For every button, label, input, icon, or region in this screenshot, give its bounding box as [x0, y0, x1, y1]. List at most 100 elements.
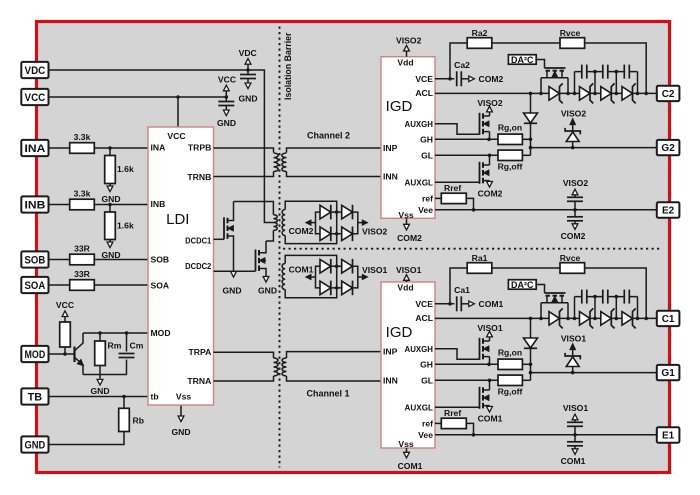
svg-text:SOB: SOB	[151, 254, 170, 264]
svg-text:GH: GH	[420, 134, 433, 144]
svg-text:COM1: COM1	[479, 299, 504, 309]
svg-text:Ca1: Ca1	[454, 285, 470, 295]
svg-text:Vee: Vee	[418, 205, 433, 215]
svg-text:COM2: COM2	[561, 231, 586, 241]
svg-text:DCDC1: DCDC1	[185, 236, 211, 246]
svg-text:Rg,on: Rg,on	[498, 348, 522, 358]
svg-text:GL: GL	[421, 150, 433, 160]
svg-text:GND: GND	[101, 194, 120, 204]
svg-text:AUXGH: AUXGH	[405, 119, 434, 129]
svg-text:VCC: VCC	[56, 300, 74, 310]
svg-text:Vss: Vss	[398, 210, 414, 220]
svg-text:Rb: Rb	[133, 416, 144, 426]
svg-text:AUXGL: AUXGL	[405, 402, 434, 412]
svg-text:GND: GND	[101, 250, 120, 260]
svg-text:VISO1: VISO1	[563, 403, 589, 413]
svg-text:IGD: IGD	[386, 98, 413, 115]
svg-text:DA²C: DA²C	[511, 55, 534, 65]
svg-text:VCC: VCC	[167, 131, 185, 141]
svg-text:COM2: COM2	[397, 233, 422, 243]
svg-text:INB: INB	[151, 199, 166, 209]
svg-text:33R: 33R	[74, 244, 91, 254]
svg-text:COM1: COM1	[289, 265, 314, 275]
svg-text:COM1: COM1	[561, 456, 586, 466]
svg-text:ACL: ACL	[415, 313, 433, 323]
svg-text:DA²C: DA²C	[511, 280, 534, 290]
svg-text:VDC: VDC	[25, 65, 46, 77]
svg-text:Vss: Vss	[398, 439, 414, 449]
svg-text:GND: GND	[90, 386, 109, 396]
svg-text:VCC: VCC	[25, 92, 46, 104]
svg-text:E1: E1	[662, 431, 675, 442]
svg-text:1.6k: 1.6k	[117, 164, 134, 174]
svg-text:INP: INP	[383, 347, 398, 357]
svg-text:Ra2: Ra2	[472, 28, 488, 38]
svg-text:Rm: Rm	[108, 341, 122, 351]
svg-text:COM2: COM2	[479, 74, 504, 84]
svg-text:VISO2: VISO2	[477, 98, 503, 108]
svg-text:INA: INA	[151, 143, 166, 153]
svg-text:GH: GH	[420, 359, 433, 369]
svg-text:Vee: Vee	[418, 430, 433, 440]
svg-text:VCC: VCC	[218, 75, 236, 85]
svg-text:ref: ref	[422, 418, 433, 428]
svg-text:TRNB: TRNB	[187, 172, 211, 182]
svg-text:Channel 1: Channel 1	[306, 388, 349, 398]
svg-text:GND: GND	[25, 439, 46, 451]
svg-text:Rvce: Rvce	[560, 28, 581, 38]
svg-text:INP: INP	[383, 143, 398, 153]
svg-text:MOD: MOD	[25, 349, 46, 361]
svg-text:GND: GND	[217, 118, 236, 128]
svg-text:GND: GND	[222, 286, 241, 296]
svg-text:G2: G2	[661, 143, 675, 154]
svg-text:VISO2: VISO2	[396, 36, 422, 46]
svg-text:VISO1: VISO1	[396, 265, 422, 275]
svg-text:TRPA: TRPA	[189, 347, 212, 357]
svg-text:VISO2: VISO2	[362, 227, 388, 237]
svg-text:ACL: ACL	[415, 88, 433, 98]
svg-text:LDI: LDI	[166, 211, 189, 228]
svg-text:AUXGH: AUXGH	[405, 344, 434, 354]
svg-text:Rref: Rref	[444, 408, 461, 418]
svg-text:C1: C1	[662, 314, 675, 325]
svg-text:INA: INA	[25, 143, 46, 155]
svg-text:Vdd: Vdd	[397, 58, 413, 68]
svg-text:3.3k: 3.3k	[74, 189, 91, 199]
svg-text:E2: E2	[662, 206, 675, 217]
svg-text:VCE: VCE	[415, 74, 433, 84]
svg-text:GL: GL	[421, 375, 433, 385]
svg-text:SOA: SOA	[151, 280, 170, 290]
svg-text:VISO2: VISO2	[561, 109, 587, 119]
svg-text:Rg,off: Rg,off	[498, 387, 523, 397]
svg-text:Isolation Barrier: Isolation Barrier	[283, 32, 293, 100]
svg-text:GND: GND	[238, 93, 257, 103]
svg-text:Rref: Rref	[444, 183, 461, 193]
svg-text:COM2: COM2	[478, 189, 503, 199]
svg-text:Channel 2: Channel 2	[307, 130, 350, 140]
svg-text:MOD: MOD	[151, 328, 171, 338]
svg-text:Cm: Cm	[130, 341, 144, 351]
svg-text:DCDC2: DCDC2	[185, 261, 211, 271]
svg-text:GND: GND	[171, 427, 190, 437]
svg-text:COM2: COM2	[289, 226, 314, 236]
svg-text:Ra1: Ra1	[472, 253, 488, 263]
svg-text:Rg,on: Rg,on	[498, 123, 522, 133]
svg-text:tb: tb	[151, 391, 159, 401]
svg-text:Vss: Vss	[176, 391, 192, 401]
svg-text:AUXGL: AUXGL	[405, 177, 434, 187]
svg-text:33R: 33R	[74, 269, 91, 279]
svg-text:VISO1: VISO1	[362, 265, 388, 275]
svg-text:Vdd: Vdd	[397, 283, 413, 293]
svg-text:COM1: COM1	[478, 414, 503, 424]
svg-text:SOB: SOB	[25, 254, 46, 266]
svg-text:INN: INN	[383, 376, 398, 386]
svg-text:TRNA: TRNA	[187, 376, 211, 386]
svg-text:VISO1: VISO1	[561, 334, 587, 344]
svg-text:1.6k: 1.6k	[117, 221, 134, 231]
svg-text:Ca2: Ca2	[454, 60, 470, 70]
svg-text:VDC: VDC	[239, 48, 257, 58]
svg-text:Rg,off: Rg,off	[498, 162, 523, 172]
svg-text:VISO2: VISO2	[563, 178, 589, 188]
svg-text:VISO1: VISO1	[477, 323, 503, 333]
svg-text:GND: GND	[258, 286, 277, 296]
